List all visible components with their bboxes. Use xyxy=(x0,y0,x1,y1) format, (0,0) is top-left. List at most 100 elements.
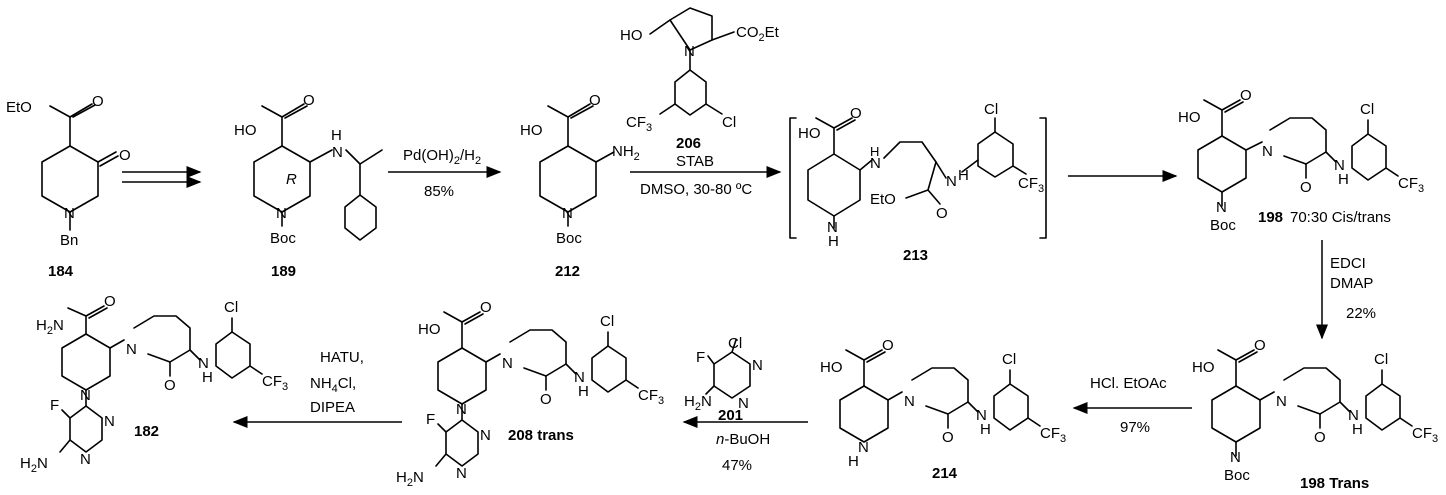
c213-ring-h: H xyxy=(828,233,839,250)
c212-acid-label: HO xyxy=(520,122,543,139)
compound-208-trans: HO O N O N H Cl CF3 N F N N H2N 208 tran… xyxy=(396,299,664,489)
compound-201: Cl F N N H2N 201 xyxy=(684,335,763,424)
c214-lactam-n: N xyxy=(904,393,915,410)
c198t-lactam-n: N xyxy=(1276,393,1287,410)
hatu-line1: HATU, xyxy=(320,349,364,366)
c213-eto: EtO xyxy=(870,191,896,208)
c214-cf3: CF3 xyxy=(1040,425,1066,445)
edci-line1: EDCI xyxy=(1330,255,1366,272)
c214-acid: HO xyxy=(820,359,843,376)
c198t-nh-n: N xyxy=(1348,407,1359,424)
c198-lactam-n: N xyxy=(1262,143,1273,160)
c208-nh2: H2N xyxy=(396,469,424,489)
c212-boc: Boc xyxy=(556,230,582,247)
c214-ring-n: N xyxy=(858,439,869,456)
hatu-line3: DIPEA xyxy=(310,399,355,416)
stab-reagent: STAB xyxy=(676,153,714,170)
compound-189: HO O H N R N Boc 189 xyxy=(234,92,383,280)
c198t-acid: HO xyxy=(1192,359,1215,376)
arrow-184-to-189 xyxy=(122,166,202,188)
c198-carbonyl-o: O xyxy=(1240,87,1252,104)
c198t-nh-h: H xyxy=(1352,421,1363,438)
c189-boc: Boc xyxy=(270,230,296,247)
c198-ratio: 70:30 Cis/trans xyxy=(1290,209,1391,226)
c198t-cl: Cl xyxy=(1374,351,1388,368)
c213-nh-top: NH xyxy=(870,144,881,172)
c208-cf3: CF3 xyxy=(638,387,664,407)
edci-line2: DMAP xyxy=(1330,275,1373,292)
c201-cl: Cl xyxy=(728,335,742,352)
c182-pyr-n1: N xyxy=(104,413,115,430)
snar-solvent: n-BuOH xyxy=(716,431,770,448)
c182-cf3: CF3 xyxy=(262,373,288,393)
arrow-198trans-to-214: HCl. EtOAc 97% xyxy=(1072,375,1192,436)
c208-lactam-o: O xyxy=(540,391,552,408)
c208-nh-n: N xyxy=(574,369,585,386)
c189-carbonyl-o: O xyxy=(303,92,315,109)
c213-ring-n: N xyxy=(827,219,838,236)
c182-lactam-o: O xyxy=(164,377,176,394)
c206-n: N xyxy=(684,43,695,60)
c182-nh-h: H xyxy=(202,369,213,386)
compound-184: EtO O O N Bn 184 xyxy=(6,93,131,280)
c213-ester-o: O xyxy=(936,205,948,222)
c214-lactam-o: O xyxy=(942,429,954,446)
c184-carbonyl-o: O xyxy=(92,93,104,110)
c198t-number: 198 Trans xyxy=(1300,475,1369,492)
c214-cl: Cl xyxy=(1002,351,1016,368)
c198t-lactam-o: O xyxy=(1314,429,1326,446)
c214-nh-n: N xyxy=(976,407,987,424)
pd-yield: 85% xyxy=(424,183,454,200)
c198-ring-n: N xyxy=(1216,199,1227,216)
c198-nh-n: N xyxy=(1334,157,1345,174)
c214-nh-h: H xyxy=(980,421,991,438)
c201-n2: N xyxy=(738,395,749,412)
c198-cf3: CF3 xyxy=(1398,175,1424,195)
c208-nh-h: H xyxy=(578,383,589,400)
hatu-line2: NH4Cl, xyxy=(310,375,356,395)
c184-n-label: N xyxy=(64,205,75,222)
c201-f: F xyxy=(696,349,705,366)
c201-n1: N xyxy=(752,357,763,374)
c182-ring-n: N xyxy=(80,387,91,404)
compound-213: HO O NH N H EtO O N H Cl CF3 213 xyxy=(789,101,1047,264)
c213-number: 213 xyxy=(903,247,928,264)
c184-ester-label: EtO xyxy=(6,99,32,116)
hcl-yield: 97% xyxy=(1120,419,1150,436)
c198t-cf3: CF3 xyxy=(1412,425,1438,445)
c213-carbonyl-o: O xyxy=(850,105,862,122)
arrow-189-to-212: Pd(OH)2/H2 85% xyxy=(388,147,502,200)
pd-reagent: Pd(OH)2/H2 xyxy=(403,147,481,167)
c206-number: 206 xyxy=(676,135,701,152)
c208-ring-n: N xyxy=(456,401,467,418)
arrow-208-to-182: HATU, NH4Cl, DIPEA xyxy=(232,349,402,428)
c212-amine: NH2 xyxy=(612,143,640,163)
c208-pyr-n1: N xyxy=(480,427,491,444)
c208-number: 208 trans xyxy=(508,427,574,444)
c208-cl: Cl xyxy=(600,313,614,330)
c208-acid: HO xyxy=(418,321,441,338)
c189-number: 189 xyxy=(271,263,296,280)
c182-carbonyl-o: O xyxy=(104,293,116,310)
c212-number: 212 xyxy=(555,263,580,280)
c184-bn-label: Bn xyxy=(60,232,78,249)
c198-lactam-o: O xyxy=(1300,179,1312,196)
c182-cl: Cl xyxy=(224,299,238,316)
c198-cl: Cl xyxy=(1360,101,1374,118)
c212-ring-n: N xyxy=(562,205,573,222)
compound-206: HO CO2Et N CF3 Cl 206 xyxy=(620,7,780,152)
c182-pyr-n2: N xyxy=(80,451,91,468)
c206-ho: HO xyxy=(620,27,643,44)
c184-oxo-label: O xyxy=(119,147,131,164)
arrow-198-to-198trans: EDCI DMAP 22% xyxy=(1316,240,1376,340)
c208-f: F xyxy=(426,411,435,428)
c198t-boc: Boc xyxy=(1224,467,1250,484)
compound-212: HO O NH2 N Boc 212 xyxy=(520,92,640,280)
c214-ring-h: H xyxy=(848,453,859,470)
snar-yield: 47% xyxy=(722,457,752,474)
c208-lactam-n: N xyxy=(502,355,513,372)
c189-n-label: N xyxy=(332,144,343,161)
c189-acid-label: HO xyxy=(234,122,257,139)
